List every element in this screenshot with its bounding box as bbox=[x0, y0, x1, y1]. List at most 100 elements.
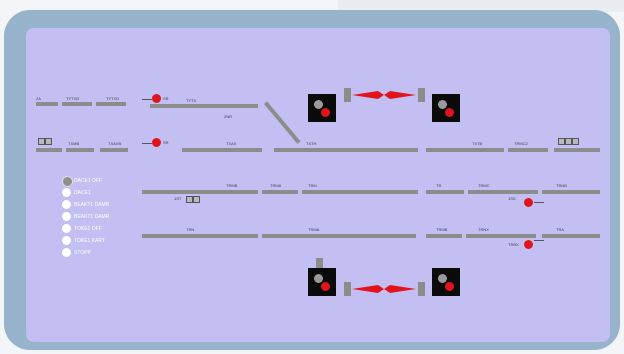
signal-box[interactable] bbox=[308, 94, 336, 122]
signal-label: 1ST bbox=[174, 196, 182, 201]
track-label: 2A bbox=[36, 96, 41, 101]
track-label: TRMA bbox=[270, 183, 282, 188]
signal-stem bbox=[534, 240, 544, 241]
track-label: TRM bbox=[308, 183, 317, 188]
track-segment[interactable] bbox=[150, 104, 258, 108]
buffer-stop bbox=[418, 282, 425, 296]
track-label: TRA bbox=[556, 227, 564, 232]
buffer-stop bbox=[418, 88, 425, 102]
signal-stem bbox=[142, 143, 152, 144]
track-label: TRMC bbox=[478, 183, 490, 188]
track-segment[interactable] bbox=[466, 234, 536, 238]
track-segment[interactable] bbox=[62, 102, 92, 106]
signal-box[interactable] bbox=[432, 268, 460, 296]
track-segment[interactable] bbox=[262, 234, 416, 238]
track-segment[interactable] bbox=[262, 190, 298, 194]
background-tab bbox=[338, 0, 624, 12]
signal-box[interactable] bbox=[432, 94, 460, 122]
route-arrow-icon bbox=[352, 91, 416, 99]
track-block-icon[interactable] bbox=[565, 138, 572, 145]
track-segment[interactable] bbox=[96, 102, 126, 106]
track-label: TRMB bbox=[436, 227, 448, 232]
signal-box[interactable] bbox=[308, 268, 336, 296]
track-label: TXTH bbox=[306, 141, 317, 146]
signal-label: SR bbox=[163, 96, 169, 101]
track-segment[interactable] bbox=[142, 190, 258, 194]
track-segment[interactable] bbox=[426, 148, 504, 152]
legend-label: BEAKT1 DAMR bbox=[74, 214, 110, 220]
legend-label: STOPP bbox=[74, 250, 91, 256]
legend-dot[interactable] bbox=[62, 188, 71, 197]
track-segment[interactable] bbox=[274, 148, 418, 152]
track-block-icon[interactable] bbox=[193, 196, 200, 203]
track-label: TYTX bbox=[186, 98, 197, 103]
signal-lamp-gray bbox=[314, 100, 323, 109]
track-label: TYTXD bbox=[106, 96, 120, 101]
signal-lamp-gray bbox=[438, 274, 447, 283]
track-label: TRNB bbox=[556, 183, 567, 188]
legend-dot[interactable] bbox=[62, 248, 71, 257]
track-diagram-panel: 2A TYTXB TYTXD SR TYTX 2NR TXMB TXAXB SR… bbox=[26, 28, 610, 342]
buffer-stop bbox=[344, 88, 351, 102]
signal-light[interactable] bbox=[524, 198, 533, 207]
track-block-icon[interactable] bbox=[558, 138, 565, 145]
track-label: TRMA bbox=[308, 227, 320, 232]
track-segment[interactable] bbox=[182, 148, 262, 152]
legend-dot[interactable] bbox=[62, 224, 71, 233]
signal-lamp-red bbox=[321, 108, 330, 117]
track-segment[interactable] bbox=[426, 190, 464, 194]
signal-light[interactable] bbox=[524, 240, 533, 249]
signal-label: SR bbox=[163, 140, 169, 145]
track-block-icon[interactable] bbox=[186, 196, 193, 203]
legend-label: DACE1 OFF bbox=[74, 178, 103, 184]
route-arrow-icon bbox=[352, 285, 416, 293]
track-segment[interactable] bbox=[302, 190, 418, 194]
track-segment[interactable] bbox=[36, 102, 58, 106]
track-segment[interactable] bbox=[100, 148, 128, 152]
signal-lamp-red bbox=[445, 108, 454, 117]
track-label: TXMB bbox=[68, 141, 80, 146]
track-diagonal[interactable] bbox=[264, 101, 301, 144]
signal-light[interactable] bbox=[152, 94, 161, 103]
track-segment[interactable] bbox=[542, 190, 600, 194]
track-label: TRMC2 bbox=[514, 141, 528, 146]
legend-label: DACE1 bbox=[74, 190, 91, 196]
track-label: TXAXB bbox=[108, 141, 122, 146]
track-segment[interactable] bbox=[426, 234, 462, 238]
buffer-stop bbox=[344, 282, 351, 296]
track-label: TRNX bbox=[478, 227, 489, 232]
legend-dot[interactable] bbox=[62, 236, 71, 245]
legend-label: TOKE1 OFF bbox=[74, 226, 102, 232]
legend-dot[interactable] bbox=[62, 200, 71, 209]
signal-lamp-red bbox=[321, 282, 330, 291]
legend-dot[interactable] bbox=[62, 212, 71, 221]
signal-lamp-gray bbox=[438, 100, 447, 109]
track-segment[interactable] bbox=[508, 148, 548, 152]
track-label: TRN bbox=[186, 227, 195, 232]
signal-light[interactable] bbox=[152, 138, 161, 147]
track-label: TYTXB bbox=[66, 96, 79, 101]
track-label: TRMB bbox=[226, 183, 238, 188]
track-block-icon[interactable] bbox=[45, 138, 52, 145]
track-label: TR bbox=[436, 183, 442, 188]
track-segment[interactable] bbox=[36, 148, 62, 152]
track-segment[interactable] bbox=[142, 234, 258, 238]
legend-label: BEAKT1 DAMR bbox=[74, 202, 110, 208]
legend-label: TOKE1 KART bbox=[74, 238, 105, 244]
track-segment[interactable] bbox=[542, 234, 600, 238]
track-block-icon[interactable] bbox=[38, 138, 45, 145]
track-segment[interactable] bbox=[468, 190, 538, 194]
track-label: TXAX bbox=[226, 141, 237, 146]
track-label: TRBX bbox=[508, 242, 519, 247]
signal-lamp-gray bbox=[314, 274, 323, 283]
legend-dot[interactable] bbox=[62, 176, 73, 187]
buffer-stop bbox=[316, 258, 323, 272]
track-block-icon[interactable] bbox=[572, 138, 579, 145]
signal-lamp-red bbox=[445, 282, 454, 291]
track-label: TXTB bbox=[472, 141, 483, 146]
signal-stem bbox=[534, 202, 544, 203]
signal-stem bbox=[142, 99, 152, 100]
track-label: 2NR bbox=[224, 114, 233, 119]
track-segment[interactable] bbox=[554, 148, 600, 152]
track-segment[interactable] bbox=[66, 148, 94, 152]
